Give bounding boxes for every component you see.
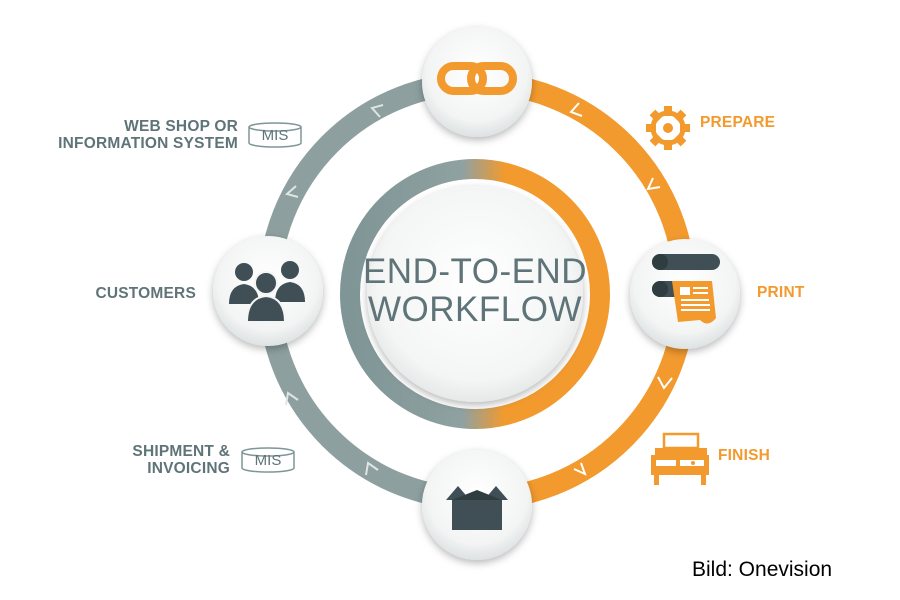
mis-badge-top-label: MIS	[261, 127, 289, 144]
open-box-icon	[446, 486, 508, 530]
ring-arrow-mark	[573, 462, 587, 476]
ring-arrow-mark	[365, 461, 379, 476]
title-line-2: WORKFLOW	[368, 290, 582, 329]
label-shipment-line-2: INVOICING	[147, 460, 230, 477]
ring-arrow-mark	[284, 185, 299, 198]
finishing-machine-icon	[651, 432, 709, 485]
ring-arrow-mark	[285, 391, 299, 406]
ring-arrow-mark	[646, 177, 661, 191]
chain-link-icon	[437, 62, 517, 95]
database-icon	[241, 447, 295, 473]
mis-badge-bottom: MIS	[240, 446, 296, 473]
top-node	[422, 27, 532, 137]
label-finish: FINISH	[718, 447, 771, 464]
ring-arrow-mark	[370, 104, 384, 118]
label-print: PRINT	[757, 284, 805, 301]
mis-badge-bottom-label: MIS	[254, 452, 282, 469]
gear-icon	[646, 106, 690, 150]
label-customers: CUSTOMERS	[95, 285, 196, 302]
label-prepare: PREPARE	[700, 114, 776, 131]
printer-rollers-icon	[652, 254, 720, 324]
people-group-icon	[229, 261, 305, 323]
mis-badge-top: MIS	[247, 121, 303, 148]
ring-arrow-mark	[657, 376, 673, 390]
label-shipment-line-1: SHIPMENT &	[132, 443, 230, 460]
database-icon	[248, 122, 302, 148]
ring-arrow-mark	[569, 102, 583, 117]
center-disc	[367, 186, 583, 402]
label-web-shop-line-2: INFORMATION SYSTEM	[58, 135, 238, 152]
label-shipment: SHIPMENT & INVOICING	[60, 443, 230, 477]
label-web-shop-line-1: WEB SHOP OR	[124, 118, 238, 135]
inner-ring	[340, 159, 610, 429]
title-line-1: END-TO-END	[363, 252, 587, 291]
label-web-shop: WEB SHOP OR INFORMATION SYSTEM	[20, 118, 238, 152]
ring-arrow-marks	[284, 102, 673, 476]
image-credit: Bild: Onevision	[692, 558, 833, 581]
